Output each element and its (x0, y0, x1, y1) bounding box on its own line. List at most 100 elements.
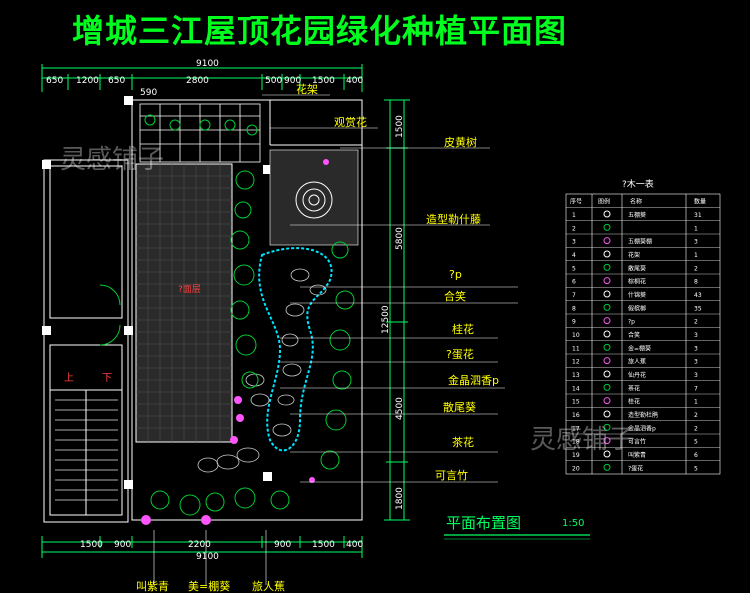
legend-symbol-icon (603, 290, 611, 298)
legend-cell-qty: 3 (694, 332, 698, 339)
legend-cell-name: 桂花 (628, 398, 640, 406)
legend-symbol-icon (603, 237, 611, 245)
legend-cell-qty: 7 (694, 385, 698, 392)
legend-cell-name: 什锦葵 (628, 291, 646, 299)
legend-cell-qty: 35 (694, 305, 702, 312)
legend-cell-no: 12 (572, 359, 580, 366)
bottom-callout-label: 旅人蕉 (252, 579, 285, 593)
column-marker (42, 160, 51, 169)
legend-table (565, 193, 721, 475)
stair-up-label: 上 (64, 372, 74, 384)
stair-building (43, 159, 129, 523)
legend-cell-name: 棕桐花 (628, 278, 646, 286)
legend-symbol-icon (603, 450, 611, 458)
legend-cell-qty: 6 (694, 452, 698, 459)
center-paving-label: ?面层 (178, 284, 201, 295)
callout-label: 造型勒什藤 (426, 212, 481, 226)
top-dim-8: 400 (346, 76, 363, 86)
right-dimensions (384, 99, 410, 521)
legend-cell-no: 6 (572, 279, 576, 286)
legend-cell-qty: 8 (694, 279, 698, 286)
bottom-dim-2: 900 (114, 540, 131, 550)
legend-symbol-icon (603, 383, 611, 391)
legend-header-cell: 名称 (630, 197, 642, 205)
legend-symbol-icon (603, 370, 611, 378)
top-dim-7: 1500 (312, 76, 335, 86)
legend-cell-qty: 1 (694, 225, 698, 232)
column-marker (263, 165, 272, 174)
legend-symbol-icon (603, 223, 611, 231)
legend-cell-name: 五棚葵棚 (628, 238, 652, 246)
top-dim-5: 500 (265, 76, 282, 86)
legend-cell-no: 16 (572, 412, 580, 419)
pergola (139, 103, 261, 163)
legend-cell-name: 仙丹花 (628, 371, 646, 379)
legend-cell-no: 20 (572, 465, 580, 472)
legend-cell-qty: 3 (694, 345, 698, 352)
callout-label: 皮黄树 (444, 135, 477, 149)
legend-cell-no: 10 (572, 332, 580, 339)
top-right-paving (269, 149, 359, 246)
callout-label: 茶花 (452, 436, 474, 449)
bottom-callout-label: 叫紫青 (136, 580, 169, 593)
legend-symbol-icon (603, 463, 611, 471)
legend-cell-name: 造型勒杜鹃 (628, 411, 658, 419)
bottom-dim-5: 1500 (312, 540, 335, 550)
legend-title: ?木一表 (622, 180, 654, 190)
legend-cell-name: 假槟榔 (628, 304, 646, 312)
legend-cell-no: 8 (572, 305, 576, 312)
bottom-dim-6: 400 (346, 540, 363, 550)
right-dim-2: 5800 (395, 227, 405, 250)
legend-cell-no: 9 (572, 319, 576, 326)
legend-cell-qty: 1 (694, 399, 698, 406)
legend-symbol-icon (603, 263, 611, 271)
top-dim-1: 650 (46, 76, 63, 86)
legend-cell-no: 7 (572, 292, 576, 299)
callout-label: 合笑 (444, 289, 466, 303)
legend-cell-no: 1 (572, 212, 576, 219)
legend-cell-qty: 31 (694, 212, 702, 219)
callout-label: ?蛋花 (446, 348, 474, 361)
callout-label: 花架 (296, 83, 318, 96)
callout-label: 金晶泗香p (448, 373, 499, 387)
legend-cell-name: ?蛋花 (628, 464, 643, 472)
bottom-dim-3: 2200 (188, 540, 211, 550)
top-dimensions (41, 64, 363, 92)
top-dim-2: 1200 (76, 76, 99, 86)
legend-symbol-icon (603, 277, 611, 285)
flower-symbols (141, 159, 329, 525)
right-dim-3: 4500 (395, 397, 405, 420)
right-dim-4: 1800 (395, 487, 405, 510)
column-marker (124, 326, 133, 335)
column-marker (124, 480, 133, 489)
legend-cell-no: 14 (572, 385, 580, 392)
legend-symbol-icon (603, 397, 611, 405)
legend-cell-name: 叫紫青 (628, 451, 646, 459)
legend-cell-no: 17 (572, 425, 580, 432)
pond (258, 247, 333, 452)
legend-symbol-icon (603, 437, 611, 445)
legend-cell-no: 19 (572, 452, 580, 459)
legend-cell-qty: 3 (694, 372, 698, 379)
legend-cell-qty: 1 (694, 252, 698, 259)
legend-cell-no: 4 (572, 252, 576, 259)
bottom-dim-4: 900 (274, 540, 291, 550)
legend-symbol-icon (603, 303, 611, 311)
top-dim-6: 900 (284, 76, 301, 86)
top-dim-4: 2800 (186, 76, 209, 86)
top-total-dim: 9100 (196, 59, 219, 69)
legend-cell-name: 旅人蕉 (628, 358, 646, 366)
legend-header-cell: 数量 (694, 197, 706, 205)
plan-scale: 1:50 (562, 518, 585, 529)
legend-cell-no: 11 (572, 345, 580, 352)
legend-cell-name: 可言竹 (628, 438, 646, 446)
legend-cell-name: 合笑 (628, 331, 640, 339)
legend-symbol-icon (603, 250, 611, 258)
legend-symbol-icon (603, 343, 611, 351)
callout-label: 观赏花 (334, 116, 367, 129)
column-marker (263, 472, 272, 481)
bottom-dimensions (41, 536, 363, 558)
legend-header-cell: 图例 (598, 197, 610, 205)
legend-symbol-icon (603, 330, 611, 338)
